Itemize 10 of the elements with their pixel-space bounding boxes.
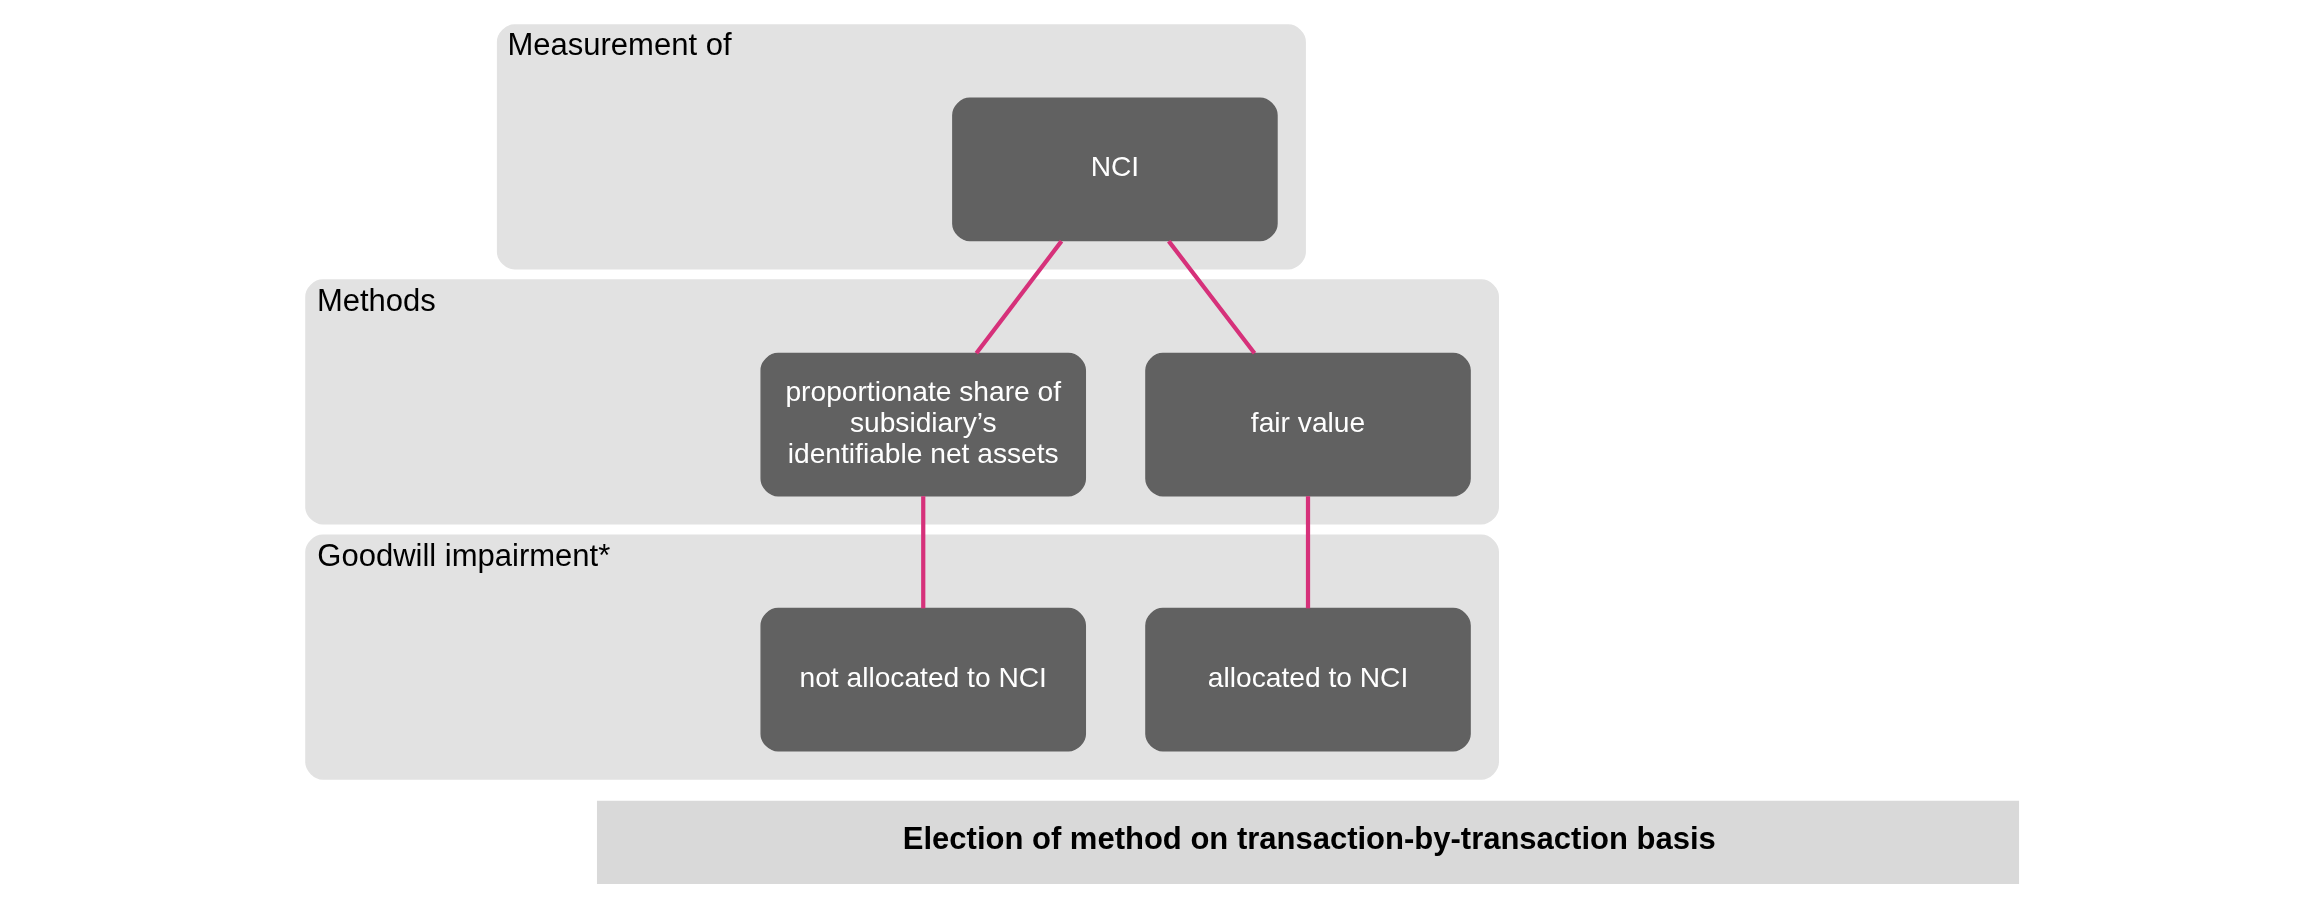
node-box: proportionate share of subsidiary’s identifiable net assets [760,352,1087,497]
node-box: fair value [1145,352,1471,497]
connector [974,239,1064,355]
connector [921,496,926,609]
connector [1305,496,1311,609]
node-box: allocated to NCI [1145,607,1471,752]
node-box: not allocated to NCI [760,607,1087,752]
connector [1167,239,1257,355]
node-box: Election of method on transaction-by-transaction basis [596,800,2020,884]
node-box: NCI [952,97,1278,242]
